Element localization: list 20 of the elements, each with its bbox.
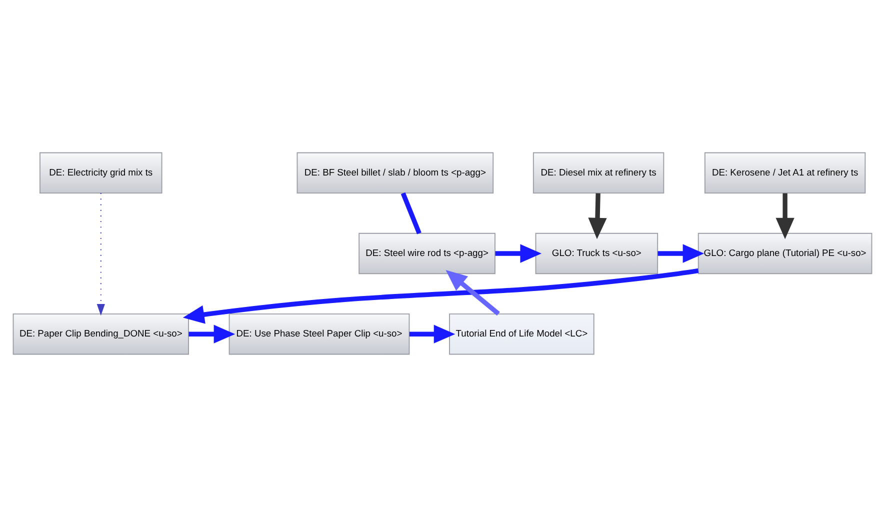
- arrow: [409, 324, 456, 343]
- arrow: [446, 269, 500, 316]
- arrow: [182, 268, 699, 324]
- node-box: DE: Paper Clip Bending_DONE <u-so>: [12, 312, 189, 354]
- node-box: GLO: Truck ts <u-so>: [535, 232, 658, 274]
- node-box: DE: Use Phase Steel Paper Clip <u-so>: [228, 312, 410, 354]
- node-box: DE: BF Steel billet / slab / bloom ts <p-agg>: [296, 152, 494, 194]
- arrow: [495, 244, 542, 262]
- arrow: [776, 192, 794, 239]
- node-box: DE: Electricity grid mix ts: [40, 152, 162, 194]
- arrow: [96, 192, 105, 316]
- node-box: DE: Diesel mix at refinery ts: [532, 152, 664, 194]
- node-box: DE: Kerosene / Jet A1 at refinery ts: [704, 152, 866, 194]
- node-box: DE: Steel wire rod ts <p-agg>: [358, 232, 496, 274]
- arrow: [658, 244, 704, 262]
- arrow: [188, 324, 236, 343]
- arrow: [588, 192, 607, 239]
- node-box: GLO: Cargo plane (Tutorial) PE <u-so>: [698, 232, 872, 274]
- connector: [400, 192, 422, 234]
- node-box: Tutorial End of Life Model <LC>: [449, 312, 594, 354]
